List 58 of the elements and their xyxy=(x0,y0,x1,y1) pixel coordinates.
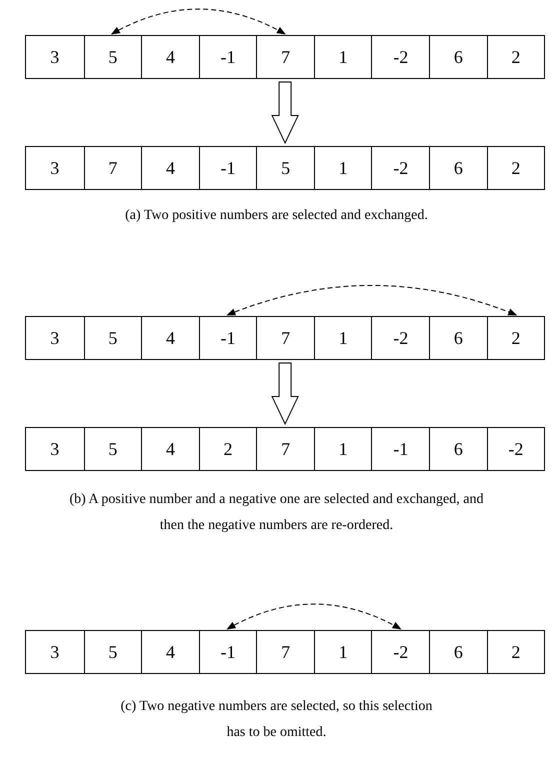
array-cell: 7 xyxy=(256,631,314,673)
swap-arrow xyxy=(110,8,286,34)
array-cell: -2 xyxy=(371,147,430,189)
array-cell: -1 xyxy=(198,147,256,189)
array-cell: 6 xyxy=(429,36,487,78)
number-array xyxy=(25,35,546,79)
array-cell: 6 xyxy=(429,147,487,189)
array-cell: -1 xyxy=(371,428,430,470)
array-cell: 5 xyxy=(84,317,142,359)
array-cell: 3 xyxy=(26,147,84,189)
hollow-down-arrow xyxy=(271,82,299,144)
array-cell: 5 xyxy=(84,631,142,673)
number-array xyxy=(25,427,546,471)
array-cell: 5 xyxy=(84,36,142,78)
array-cell: 3 xyxy=(26,631,84,673)
array-cell: -1 xyxy=(198,317,256,359)
array-cell: 1 xyxy=(314,147,372,189)
array-cell: 2 xyxy=(486,147,544,189)
array-cell: 7 xyxy=(84,147,142,189)
array-cell: -2 xyxy=(486,428,544,470)
array-cell: 6 xyxy=(429,317,487,359)
swap-arrow xyxy=(226,284,518,316)
array-cell: 5 xyxy=(84,428,142,470)
hollow-down-arrow xyxy=(271,362,299,426)
array-cell: 1 xyxy=(314,317,372,359)
array-cell: 2 xyxy=(486,631,544,673)
array-cell: 1 xyxy=(314,428,372,470)
array-cell: -2 xyxy=(371,631,430,673)
swap-arrow xyxy=(226,604,402,630)
array-cell: 5 xyxy=(256,147,314,189)
caption: (b) A positive number and a negative one are selected and exchanged, and then the negative numbers are re-ordered. xyxy=(68,491,484,535)
array-cell: 6 xyxy=(429,631,487,673)
array-cell: 7 xyxy=(256,317,314,359)
array-cell: 4 xyxy=(141,147,199,189)
array-cell: -1 xyxy=(198,36,256,78)
array-cell: 2 xyxy=(486,317,544,359)
array-cell: 4 xyxy=(141,317,199,359)
array-cell: 6 xyxy=(429,428,487,470)
array-cell: -1 xyxy=(198,631,256,673)
number-array xyxy=(25,316,546,360)
array-cell: 7 xyxy=(256,36,314,78)
array-cell: 2 xyxy=(486,36,544,78)
array-cell: 7 xyxy=(256,428,314,470)
number-array xyxy=(25,146,546,190)
array-cell: 3 xyxy=(26,428,84,470)
array-cell: 4 xyxy=(141,36,199,78)
caption: (c) Two negative numbers are selected, so this selection has to be omitted. xyxy=(120,698,434,742)
array-cell: 1 xyxy=(314,631,372,673)
array-cell: 3 xyxy=(26,36,84,78)
array-cell: -2 xyxy=(371,317,430,359)
array-cell: 4 xyxy=(141,631,199,673)
array-cell: 3 xyxy=(26,317,84,359)
array-cell: -2 xyxy=(371,36,430,78)
array-cell: 1 xyxy=(314,36,372,78)
number-array xyxy=(25,630,546,674)
caption: (a) Two positive numbers are selected and exchanged. xyxy=(124,207,429,225)
array-cell: 2 xyxy=(198,428,256,470)
array-cell: 4 xyxy=(141,428,199,470)
